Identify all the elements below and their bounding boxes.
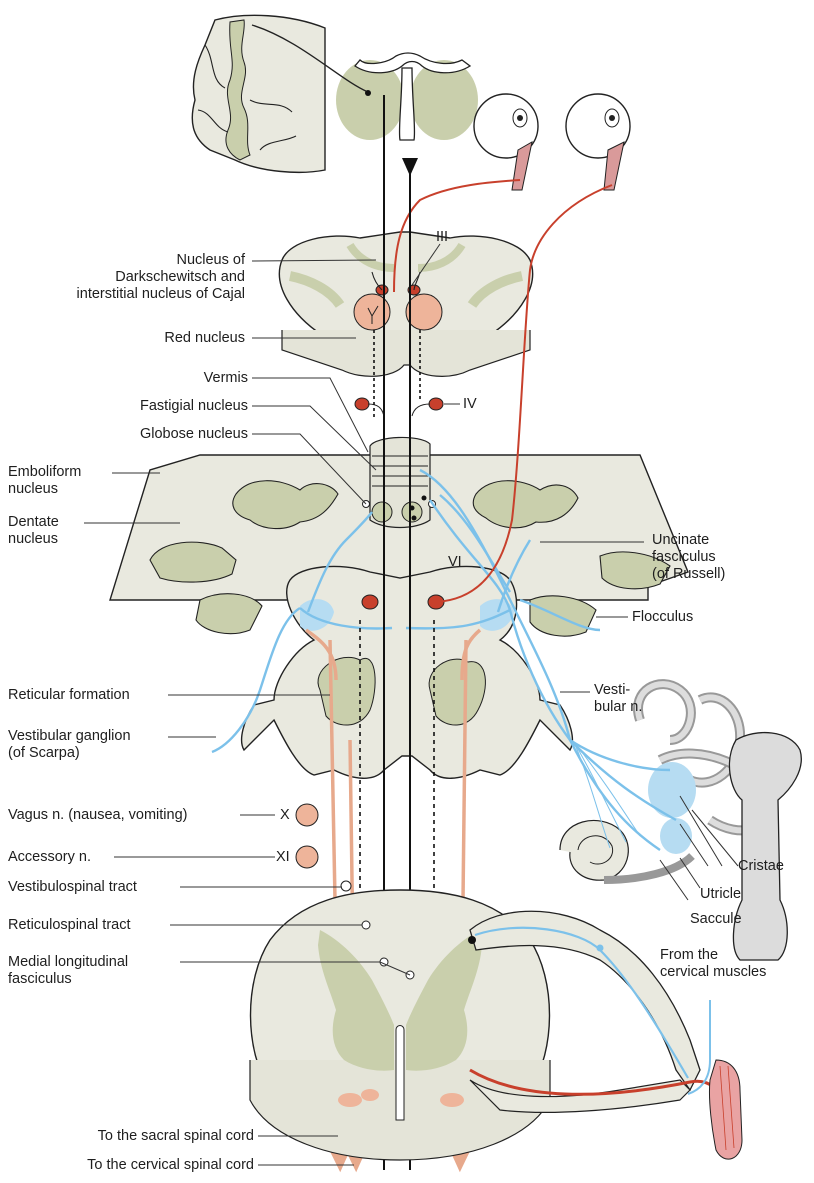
label-fastigial-nucleus: Fastigial nucleus [140,398,248,415]
label-vermis: Vermis [204,370,248,387]
label-vestibular-nerve: Vesti- bular n. [594,682,642,716]
label-darkschewitsch: Nucleus of Darkschewitsch and interstiti… [77,252,245,303]
label-cn-iii: III [436,229,448,246]
label-saccule: Saccule [690,911,742,928]
label-vestibular-ganglion: Vestibular ganglion (of Scarpa) [8,728,131,762]
label-globose-nucleus: Globose nucleus [140,426,248,443]
label-cervical-muscles: From the cervical muscles [660,947,766,981]
label-cristae: Cristae [738,858,784,875]
trochlear-nucleus-right [429,398,443,410]
label-uncinate-fasciculus: Uncinate fasciculus (of Russell) [652,532,725,583]
cervical-muscle-joint [709,733,801,1160]
label-cervical-cord: To the cervical spinal cord [87,1157,254,1174]
label-cn-iv: IV [463,396,477,413]
vagus-nucleus [296,804,318,826]
label-red-nucleus: Red nucleus [164,330,245,347]
label-cn-xi: XI [276,849,290,866]
trochlear-nucleus-left [355,398,369,410]
label-vagus-nerve: Vagus n. (nausea, vomiting) [8,807,187,824]
label-mlf: Medial longitudinal fasciculus [8,954,128,988]
eyeball-right [566,94,630,190]
label-emboliform-nucleus: Emboliform nucleus [8,464,81,498]
cerebral-cortex [192,15,325,172]
label-dentate-nucleus: Dentate nucleus [8,514,59,548]
label-accessory-nerve: Accessory n. [8,849,91,866]
label-cn-vi: VI [448,554,462,571]
label-reticulospinal-tract: Reticulospinal tract [8,917,131,934]
label-vestibulospinal-tract: Vestibulospinal tract [8,879,137,896]
label-reticular-formation: Reticular formation [8,687,130,704]
label-flocculus: Flocculus [632,609,693,626]
label-cn-x: X [280,807,290,824]
label-utricle: Utricle [700,886,741,903]
label-sacral-cord: To the sacral spinal cord [98,1128,254,1145]
accessory-nucleus [296,846,318,868]
eyeball-left [474,94,538,190]
midbrain-section [279,232,532,376]
